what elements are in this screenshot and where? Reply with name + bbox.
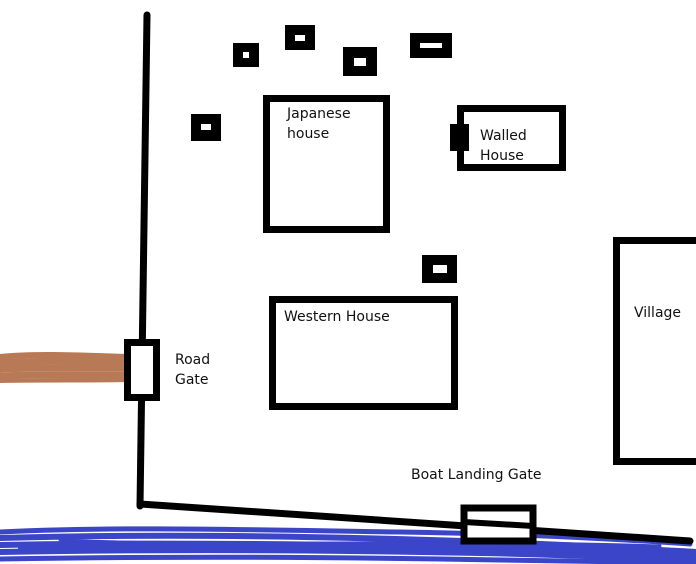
- small-hut-window: [354, 58, 366, 66]
- japanese-house-label: Japanese house: [287, 106, 351, 142]
- road: [0, 351, 132, 383]
- small-hut-window: [420, 43, 442, 48]
- boat-landing-gate-label: Boat Landing Gate: [411, 467, 542, 483]
- water: [0, 526, 696, 564]
- small-hut-window: [433, 265, 447, 273]
- walled-house-label: Walled House: [480, 128, 527, 164]
- village: [613, 237, 696, 465]
- wall-left: [136, 11, 151, 510]
- wall-bottom: [136, 500, 694, 545]
- walled-house-door: [450, 124, 469, 151]
- western-house-label: Western House: [284, 309, 390, 325]
- road-gate-label: Road Gate: [175, 352, 211, 388]
- boat-gate-rail: [463, 519, 534, 529]
- small-huts: [191, 25, 457, 283]
- small-hut-window: [295, 35, 305, 41]
- village-label: Village: [634, 305, 682, 321]
- japanese-house: [263, 95, 390, 233]
- western-house: [269, 296, 458, 410]
- small-hut-window: [201, 124, 211, 130]
- small-hut-window: [243, 52, 249, 58]
- road-gate: [124, 339, 160, 401]
